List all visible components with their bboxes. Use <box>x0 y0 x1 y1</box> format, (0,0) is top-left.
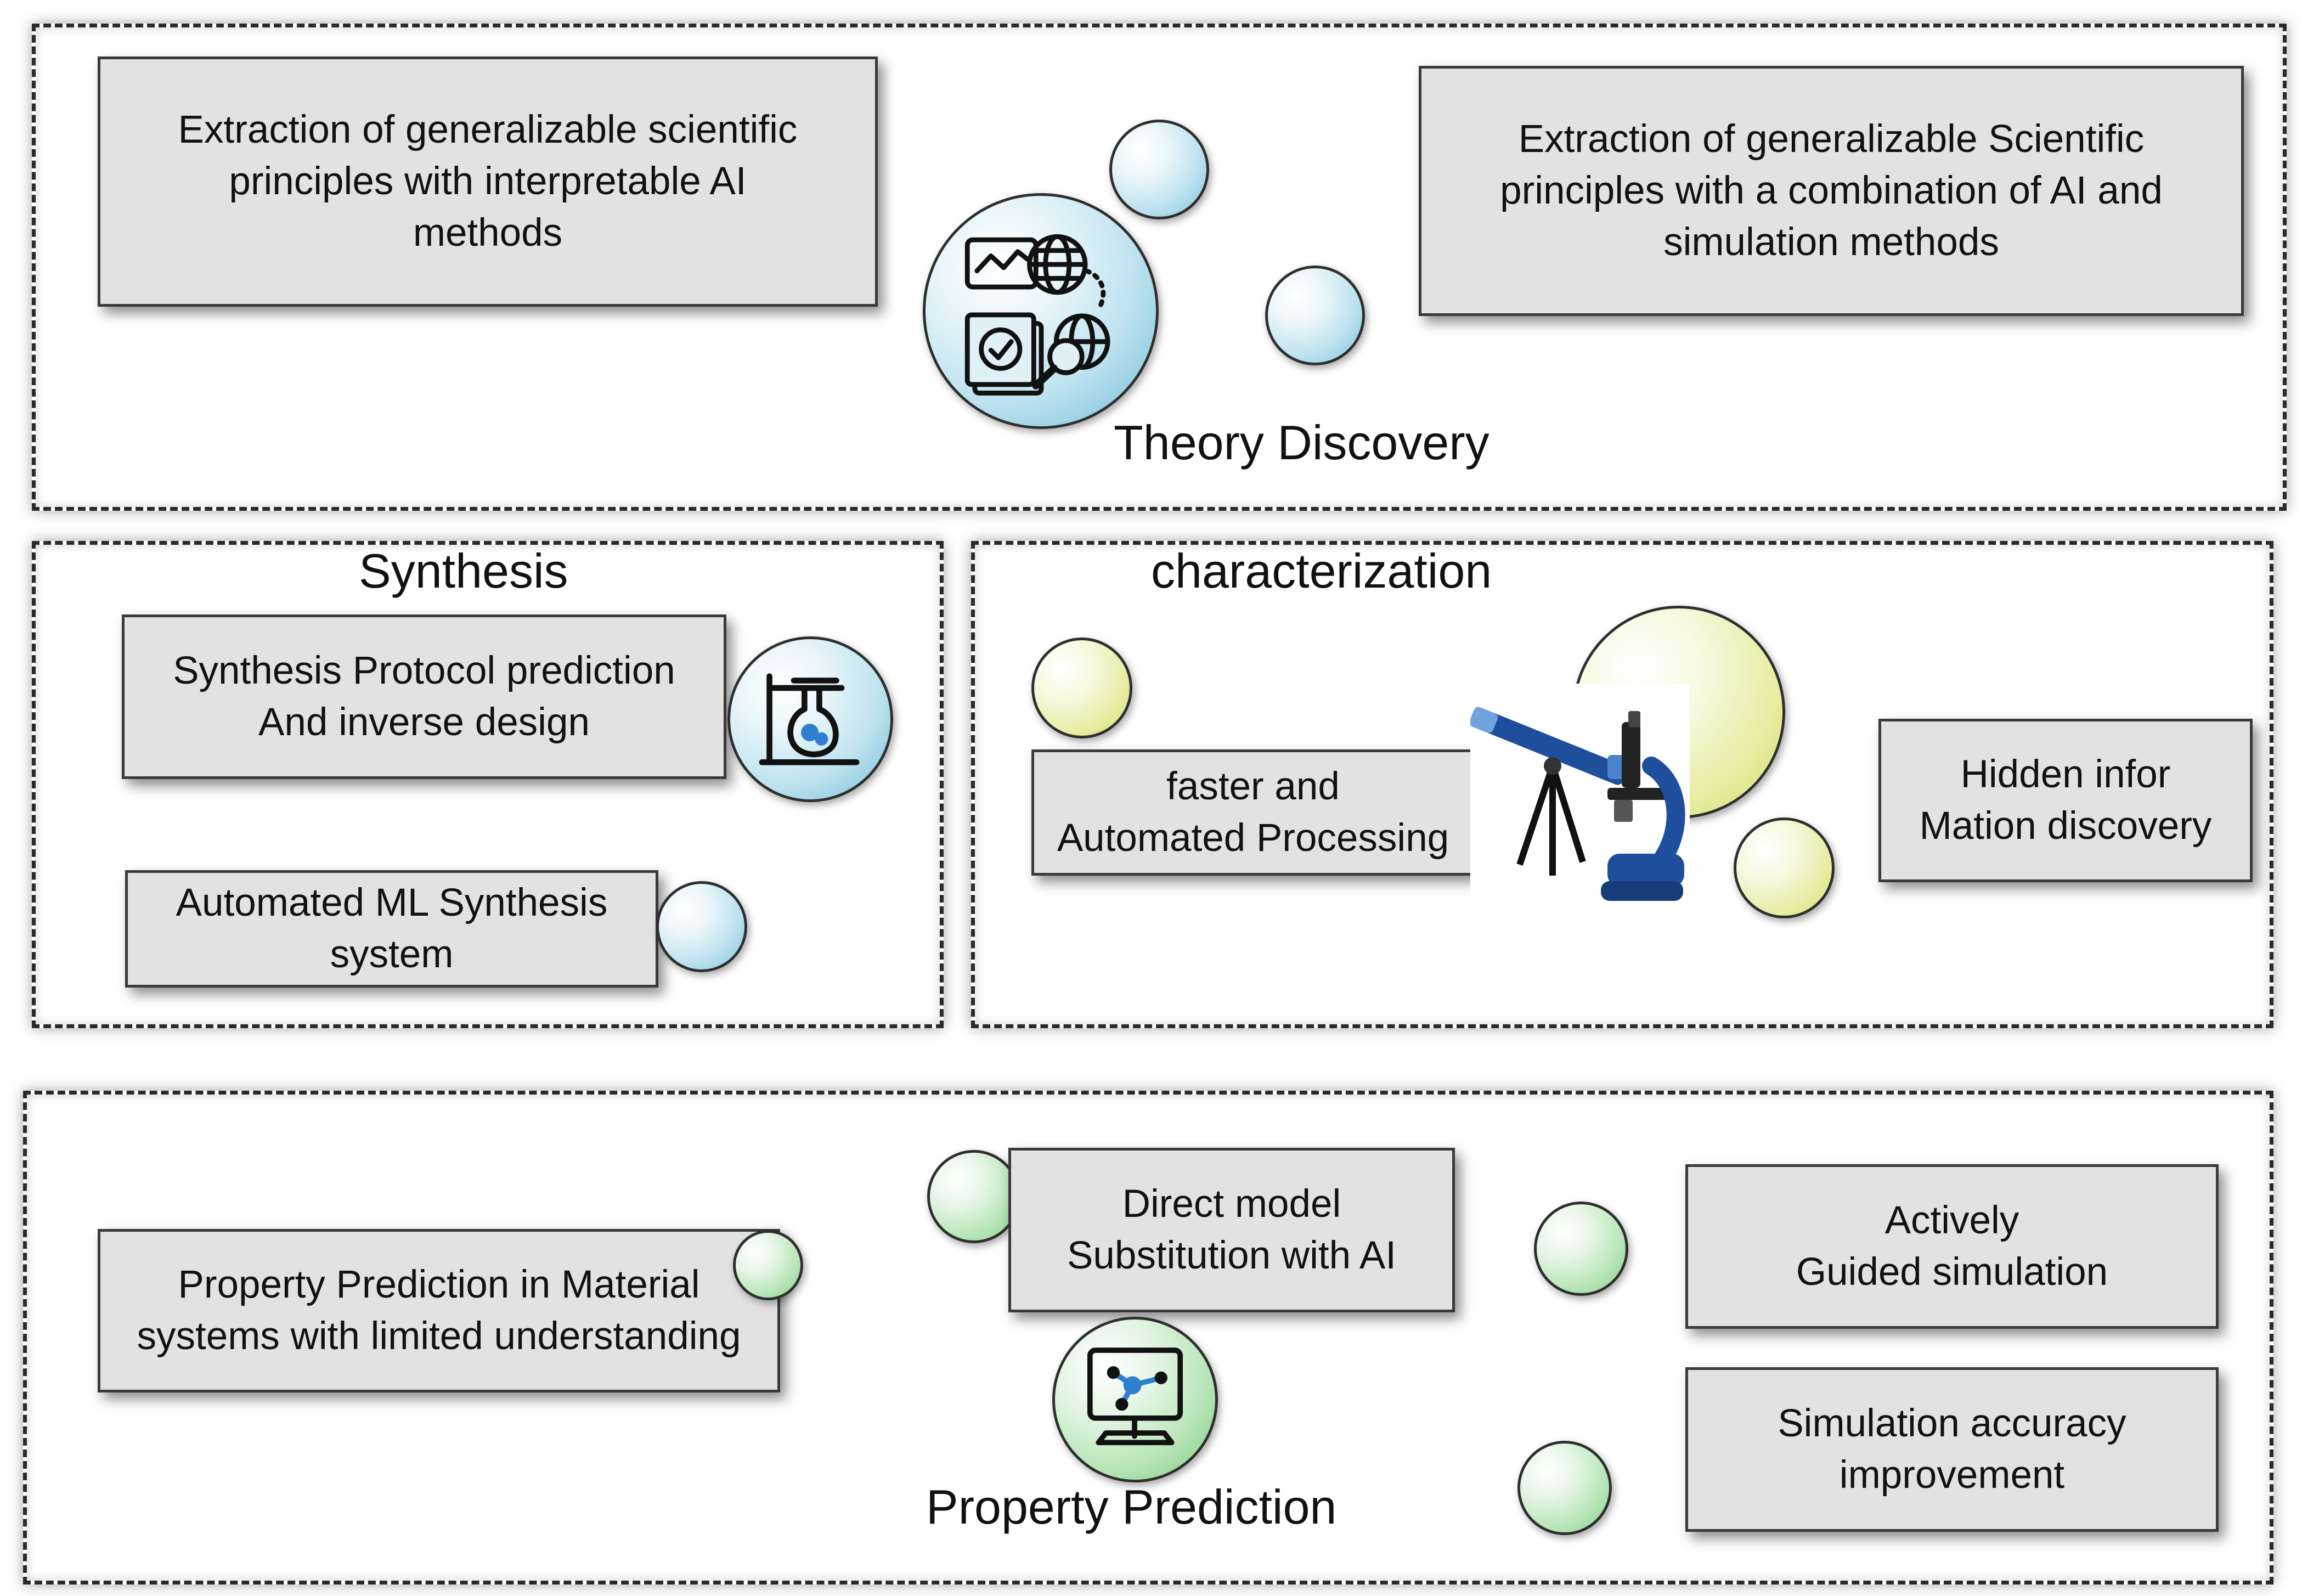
theory-title: Theory Discovery <box>1114 415 1489 470</box>
direct-model-substitution-box: Direct model Substitution with AI <box>1008 1148 1455 1312</box>
faster-processing-box-text: faster and Automated Processing <box>1057 765 1449 860</box>
property-limited-understanding-box-text: Property Prediction in Material systems … <box>137 1263 741 1358</box>
hidden-information-box: Hidden infor Mation discovery <box>1878 719 2253 882</box>
property-bubble-left <box>733 1230 803 1300</box>
theory-left-box-text: Extraction of generalizable scientific p… <box>178 108 798 255</box>
theory-bubble-small-top <box>1109 120 1209 219</box>
synthesis-icon-bubble <box>727 636 893 802</box>
automated-synthesis-box-text: Automated ML Synthesis system <box>176 881 608 976</box>
theory-left-box: Extraction of generalizable scientific p… <box>98 57 878 307</box>
theory-right-box: Extraction of generalizable Scientific p… <box>1419 66 2244 316</box>
hidden-information-box-text: Hidden infor Mation discovery <box>1919 753 2212 848</box>
characterization-title: characterization <box>1151 544 1492 598</box>
faster-processing-box: faster and Automated Processing <box>1031 749 1475 876</box>
theory-icon-bubble <box>923 193 1159 429</box>
property-bubble-center-top <box>927 1150 1020 1243</box>
property-title: Property Prediction <box>926 1480 1337 1534</box>
characterization-bubble-small-right <box>1734 817 1835 918</box>
characterization-bubble-left <box>1031 638 1132 738</box>
actively-guided-simulation-box-text: Actively Guided simulation <box>1796 1199 2108 1294</box>
theory-bubble-small-right <box>1265 266 1365 365</box>
simulation-accuracy-box: Simulation accuracy improvement <box>1685 1367 2219 1532</box>
direct-model-substitution-box-text: Direct model Substitution with AI <box>1067 1182 1396 1277</box>
synthesis-title: Synthesis <box>359 544 568 598</box>
telescope-microscope-illustration <box>1470 684 1690 925</box>
actively-guided-simulation-box: Actively Guided simulation <box>1685 1164 2219 1329</box>
data-globe-checklist-icon <box>964 234 1110 396</box>
property-limited-understanding-box: Property Prediction in Material systems … <box>98 1229 780 1392</box>
simulation-accuracy-box-text: Simulation accuracy improvement <box>1778 1402 2126 1497</box>
automated-synthesis-box: Automated ML Synthesis system <box>125 870 658 988</box>
property-bubble-right-bottom <box>1517 1441 1612 1535</box>
flask-stand-icon <box>759 673 860 765</box>
synthesis-protocol-box-text: Synthesis Protocol prediction And invers… <box>173 649 675 744</box>
synthesis-bubble-small <box>656 881 747 972</box>
monitor-network-icon <box>1087 1347 1183 1446</box>
property-bubble-right-top <box>1534 1202 1628 1296</box>
microscope-icon <box>1601 711 1685 901</box>
property-icon-bubble <box>1052 1317 1218 1482</box>
synthesis-protocol-box: Synthesis Protocol prediction And invers… <box>122 614 726 779</box>
theory-right-box-text: Extraction of generalizable Scientific p… <box>1500 117 2163 264</box>
